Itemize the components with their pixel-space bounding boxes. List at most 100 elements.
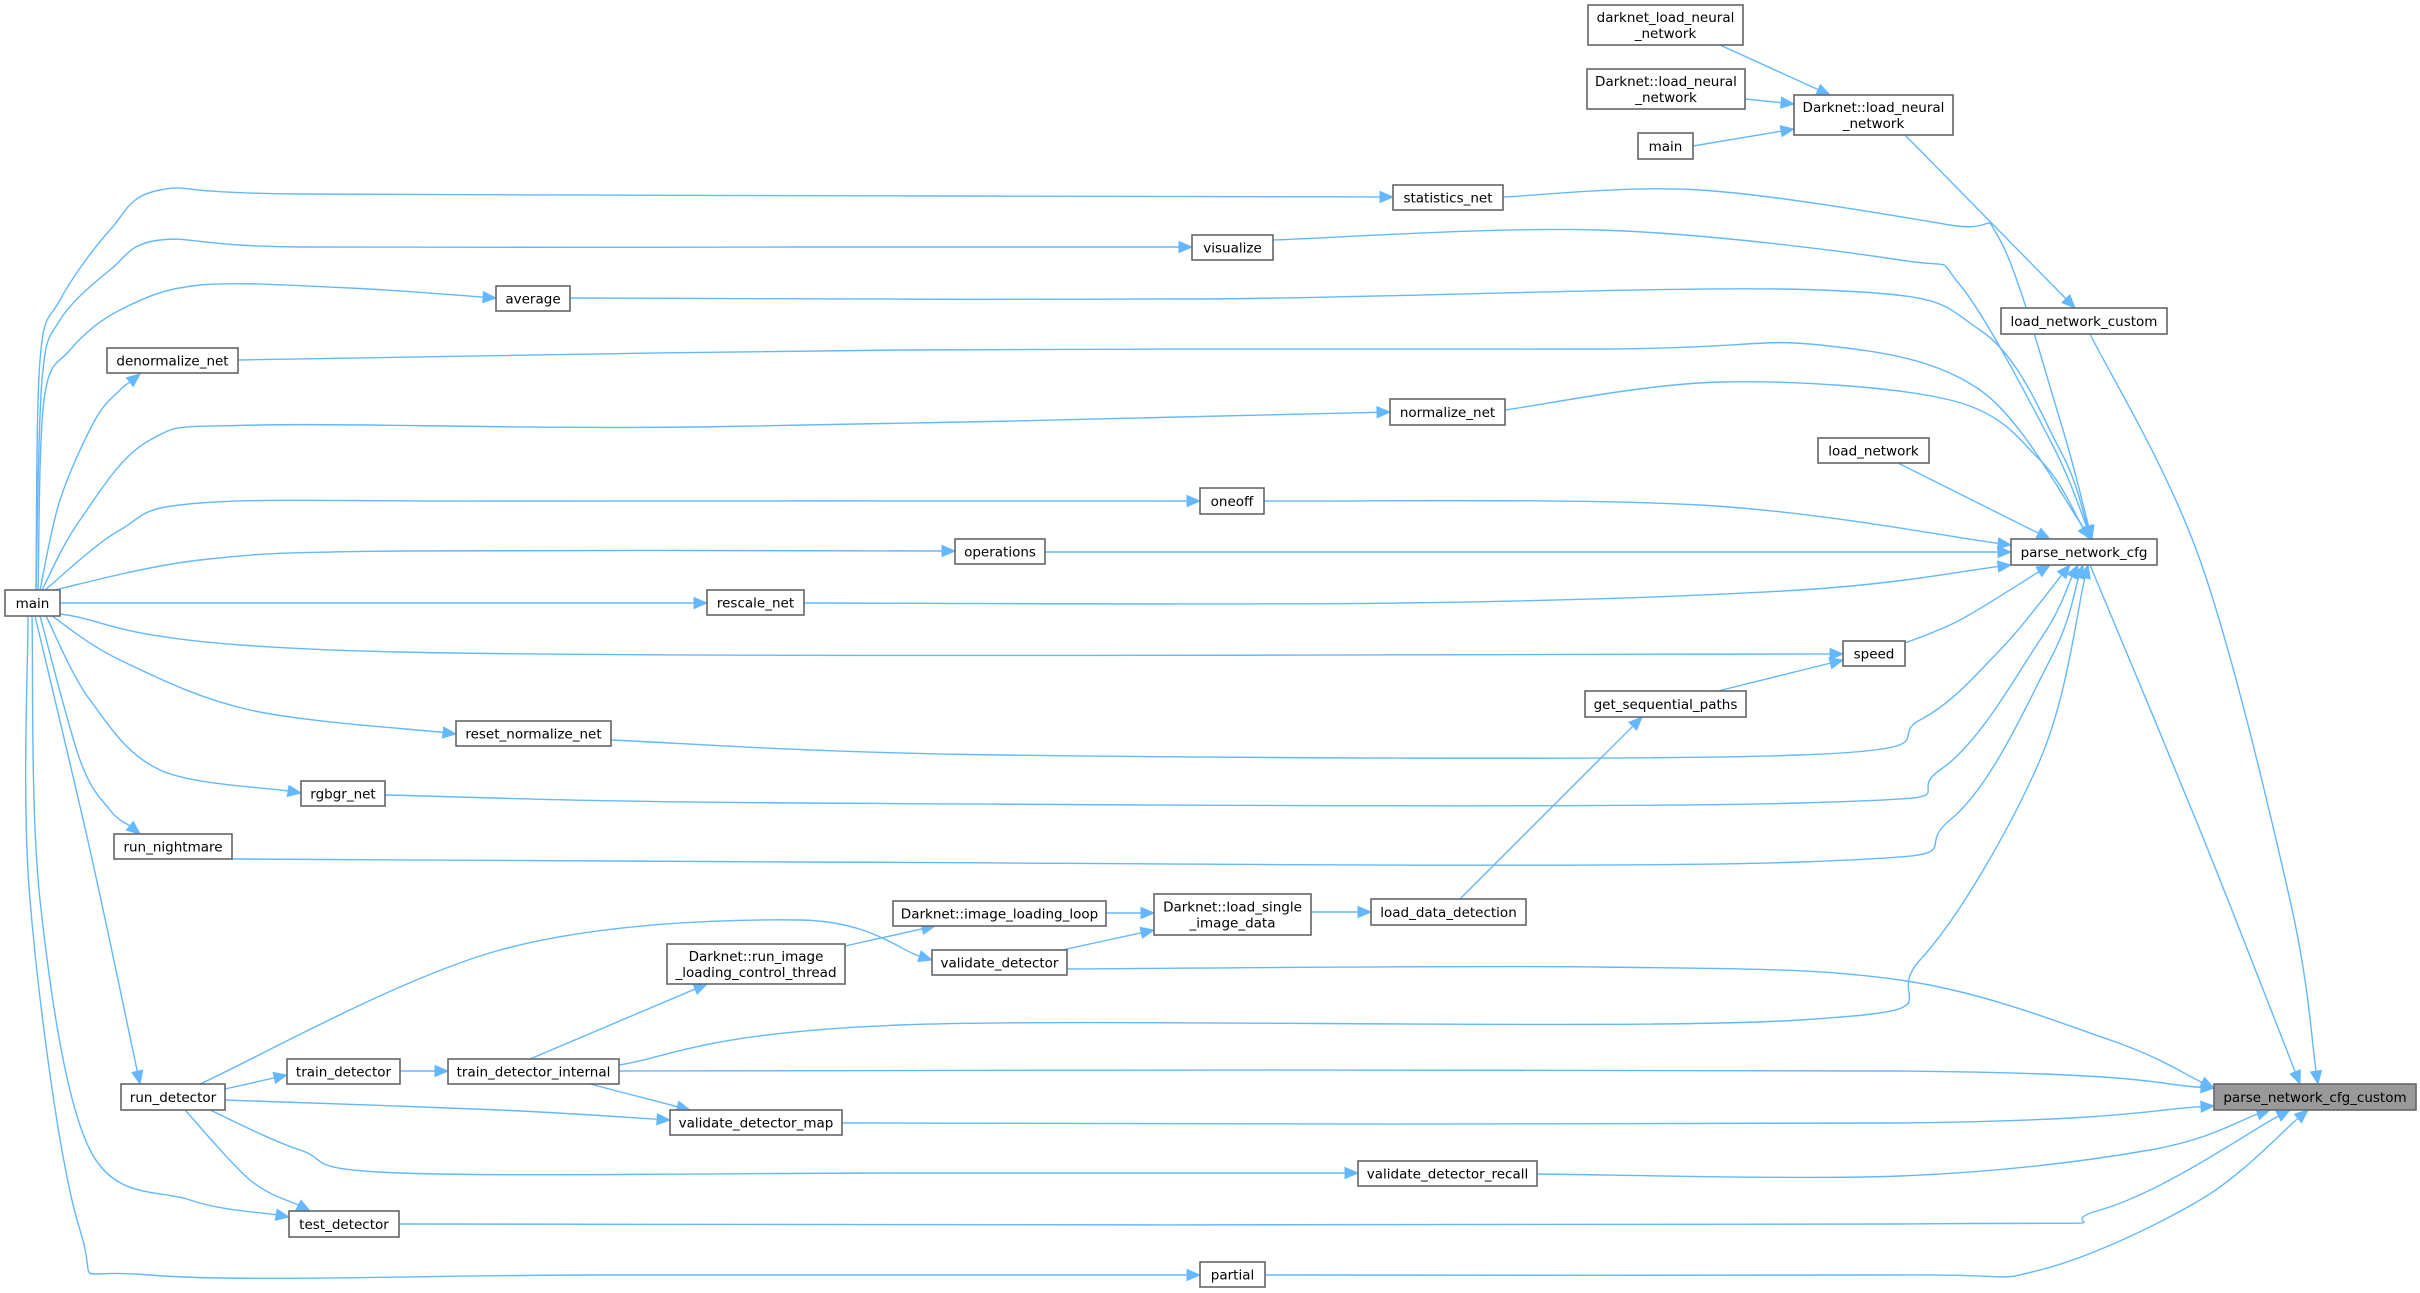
node-darknet-load-neural-network[interactable]: darknet_load_neural_network: [1587, 4, 1744, 46]
node-box[interactable]: [1199, 1261, 1266, 1288]
node-run-nightmare[interactable]: run_nightmare: [113, 833, 233, 860]
edge-main_left-to-partial: [24, 615, 1202, 1282]
node-box[interactable]: [706, 589, 805, 616]
node-get-sequential-paths[interactable]: get_sequential_paths: [1584, 690, 1747, 718]
node-box[interactable]: [2000, 307, 2168, 335]
node-validate-detector-map[interactable]: validate_detector_map: [669, 1109, 843, 1136]
node-test-detector[interactable]: test_detector: [288, 1210, 400, 1238]
node-train-detector-internal[interactable]: train_detector_internal: [447, 1058, 620, 1085]
edge-main_left-to-oneoff: [44, 494, 1202, 591]
arrowhead-icon: [1186, 494, 1202, 508]
node-reset-normalize-net[interactable]: reset_normalize_net: [455, 720, 612, 747]
node-box[interactable]: [1586, 68, 1746, 110]
edge-rescale_net-to-parse_network_cfg: [803, 560, 2013, 605]
node-box[interactable]: [288, 1210, 400, 1238]
node-box[interactable]: [1637, 132, 1694, 160]
edge-main_left-to-run_nightmare: [39, 615, 142, 835]
arrowhead-icon: [1779, 125, 1796, 138]
arrowhead-icon: [125, 820, 142, 835]
node-box[interactable]: [1357, 1160, 1538, 1187]
node-box[interactable]: [1199, 487, 1265, 515]
node-box[interactable]: [2010, 538, 2158, 566]
edge-operations-to-parse_network_cfg: [1045, 545, 2013, 559]
node-darknet-load-neural-network-b[interactable]: Darknet::load_neural_network: [1793, 94, 1954, 136]
node-box[interactable]: [495, 285, 571, 312]
node-box[interactable]: [113, 833, 233, 860]
node-box[interactable]: [669, 1109, 843, 1136]
node-rescale-net[interactable]: rescale_net: [706, 589, 805, 616]
arrowhead-icon: [1379, 190, 1395, 204]
node-box[interactable]: [1153, 893, 1312, 936]
node-label: run_nightmare: [123, 840, 222, 856]
node-box[interactable]: [4, 589, 61, 617]
node-load-single-image-data[interactable]: Darknet::load_single_image_data: [1153, 893, 1312, 936]
node-load-data-detection[interactable]: load_data_detection: [1370, 898, 1527, 926]
node-average[interactable]: average: [495, 285, 571, 312]
node-label: train_detector_internal: [457, 1065, 611, 1081]
node-label: Darknet::load_single: [1163, 900, 1302, 916]
node-box[interactable]: [892, 900, 1107, 927]
node-load-network[interactable]: load_network: [1817, 437, 1930, 464]
node-normalize-net[interactable]: normalize_net: [1389, 398, 1506, 426]
edge-load_data_detection-to-get_sequential_paths: [1459, 716, 1643, 900]
node-label: load_network: [1828, 444, 1919, 460]
node-box[interactable]: [1392, 184, 1504, 211]
node-box[interactable]: [286, 1058, 401, 1085]
node-box[interactable]: [1370, 898, 1527, 926]
node-box[interactable]: [1191, 234, 1274, 261]
node-train-detector[interactable]: train_detector: [286, 1058, 401, 1085]
node-load-network-custom[interactable]: load_network_custom: [2000, 307, 2168, 335]
node-box[interactable]: [1389, 398, 1506, 426]
node-validate-detector[interactable]: validate_detector: [931, 949, 1068, 976]
edge-line: [1502, 188, 2090, 527]
node-box[interactable]: [954, 538, 1046, 565]
node-label: validate_detector_recall: [1367, 1167, 1528, 1183]
node-box[interactable]: [455, 720, 612, 747]
node-parse-network-cfg-custom[interactable]: parse_network_cfg_custom: [2213, 1083, 2417, 1111]
node-rgbgr-net[interactable]: rgbgr_net: [300, 780, 386, 807]
node-visualize[interactable]: visualize: [1191, 234, 1274, 261]
edge-train_detector_internal-to-parse_network_cfg: [618, 563, 2091, 1066]
node-statistics-net[interactable]: statistics_net: [1392, 184, 1504, 211]
arrowhead-icon: [1828, 657, 1845, 670]
node-operations[interactable]: operations: [954, 538, 1046, 565]
node-box[interactable]: [106, 347, 239, 374]
node-image-loading-loop[interactable]: Darknet::image_loading_loop: [892, 900, 1107, 927]
edge-line: [59, 613, 1831, 657]
node-parse-network-cfg[interactable]: parse_network_cfg: [2010, 538, 2158, 566]
node-box[interactable]: [1842, 640, 1906, 667]
node-box[interactable]: [120, 1083, 226, 1111]
node-box[interactable]: [1793, 94, 1954, 136]
node-box[interactable]: [447, 1058, 620, 1085]
edge-line: [199, 919, 920, 1085]
node-box[interactable]: [666, 943, 846, 985]
node-main-top[interactable]: main: [1637, 132, 1694, 160]
node-label: main: [16, 596, 50, 612]
node-partial[interactable]: partial: [1199, 1261, 1266, 1288]
node-run-image-loading-control-thread[interactable]: Darknet::run_image_loading_control_threa…: [666, 943, 846, 985]
node-box[interactable]: [2213, 1083, 2417, 1111]
arrowhead-icon: [2061, 293, 2076, 309]
node-run-detector[interactable]: run_detector: [120, 1083, 226, 1111]
edge-partial-to-parse_network_cfg_custom: [1264, 1109, 2309, 1278]
node-label: validate_detector_map: [679, 1116, 834, 1132]
node-darknet-load-neural-network-a[interactable]: Darknet::load_neural_network: [1586, 68, 1746, 110]
edge-line: [184, 1109, 299, 1206]
edge-main_left-to-normalize_net: [41, 406, 1392, 591]
node-box[interactable]: [1817, 437, 1930, 464]
arrowhead-icon: [1139, 926, 1156, 939]
node-label: run_detector: [130, 1090, 217, 1106]
edge-run_detector-to-train_detector: [224, 1071, 289, 1090]
node-oneoff[interactable]: oneoff: [1199, 487, 1265, 515]
node-box[interactable]: [931, 949, 1068, 976]
node-speed[interactable]: speed: [1842, 640, 1906, 667]
node-box[interactable]: [300, 780, 386, 807]
edge-run_nightmare-to-parse_network_cfg: [231, 563, 2085, 866]
edge-line: [237, 341, 2085, 530]
node-box[interactable]: [1587, 4, 1744, 46]
node-box[interactable]: [1584, 690, 1747, 718]
edge-reset_normalize_net-to-parse_network_cfg: [610, 564, 2071, 759]
node-denormalize-net[interactable]: denormalize_net: [106, 347, 239, 374]
node-main-left[interactable]: main: [4, 589, 61, 617]
node-validate-detector-recall[interactable]: validate_detector_recall: [1357, 1160, 1538, 1187]
